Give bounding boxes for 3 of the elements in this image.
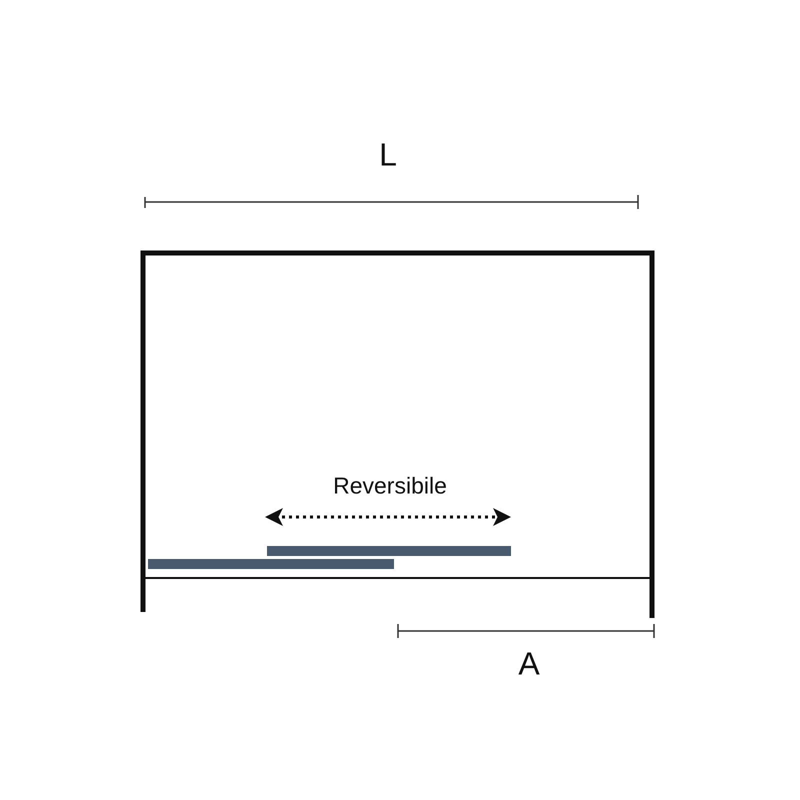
- direction-label: Reversibile: [333, 472, 447, 500]
- dimension-label: A: [518, 646, 540, 682]
- dimension-label: L: [379, 136, 397, 174]
